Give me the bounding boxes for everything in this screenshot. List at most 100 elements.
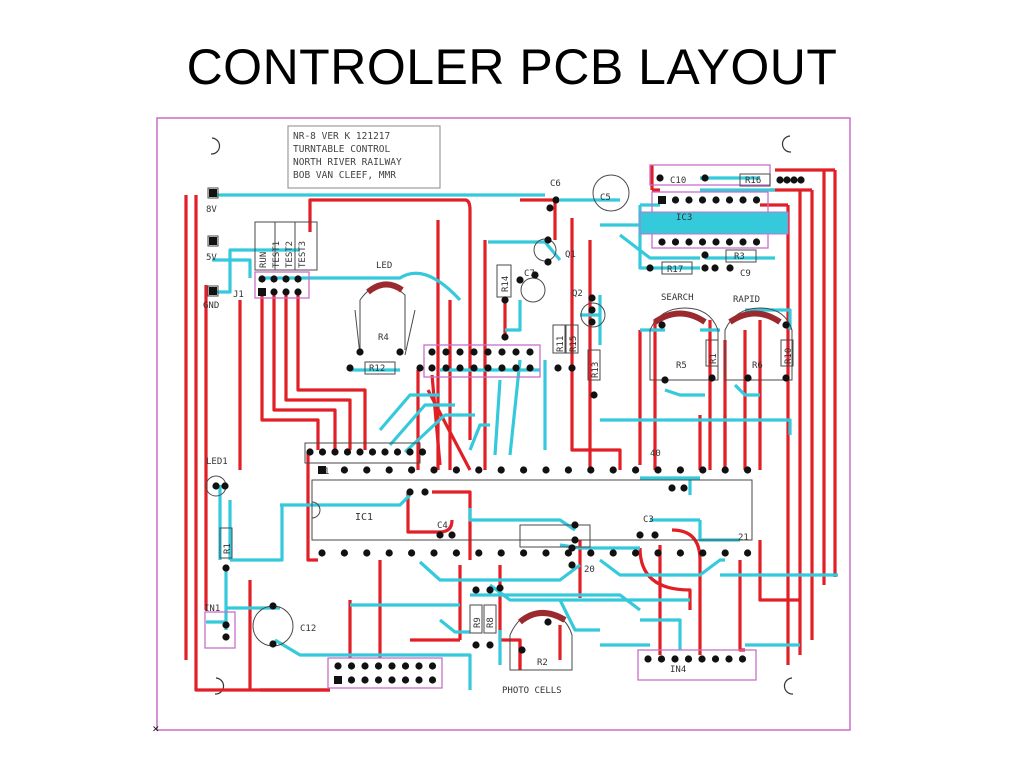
pad [497, 549, 505, 557]
pad [408, 549, 416, 557]
pad [721, 549, 729, 557]
pad [516, 276, 524, 284]
pad [739, 196, 747, 204]
label-8v: 8V [206, 205, 217, 215]
pad [406, 448, 414, 456]
pad [701, 251, 709, 259]
pad [701, 264, 709, 272]
pad [470, 364, 478, 372]
pad [282, 275, 290, 283]
pad [334, 676, 342, 684]
pad [526, 348, 534, 356]
label-run: RUN [259, 252, 269, 268]
pad [725, 238, 734, 246]
pad [486, 586, 494, 594]
pad [486, 641, 494, 649]
pad [658, 321, 666, 329]
label-j1: J1 [233, 290, 244, 300]
label-test1: TEST1 [272, 241, 282, 268]
pad [725, 655, 733, 663]
label-r11: R11 [556, 336, 566, 352]
pad [712, 196, 720, 204]
label-search: SEARCH [661, 293, 694, 303]
label-rapid: RAPID [733, 295, 760, 305]
label-ic1: IC1 [355, 512, 373, 523]
pad [680, 484, 688, 492]
pad [708, 374, 716, 382]
pad [609, 466, 617, 474]
label-photo-cells: PHOTO CELLS [502, 686, 562, 696]
mounting-holes [210, 135, 794, 695]
label-r2: R2 [537, 658, 548, 668]
pad [306, 448, 314, 456]
pad [654, 466, 662, 474]
pad [334, 662, 342, 670]
label-led1: LED1 [206, 457, 228, 467]
pad [221, 482, 229, 490]
pad [712, 238, 720, 246]
pad [520, 549, 528, 557]
pad [430, 549, 438, 557]
pad [542, 466, 550, 474]
pad [475, 549, 483, 557]
pad [671, 196, 680, 204]
pad [554, 364, 562, 372]
pad [657, 655, 666, 663]
info-line3: NORTH RIVER RAILWAY [293, 157, 402, 168]
pad [520, 466, 528, 474]
label-r12: R12 [369, 364, 385, 374]
pad [699, 466, 707, 474]
label-r5: R5 [676, 361, 687, 371]
pad [401, 676, 410, 684]
info-line2: TURNTABLE CONTROL [293, 144, 391, 155]
label-in4: IN4 [670, 665, 686, 675]
pad [456, 364, 464, 372]
pad [501, 333, 509, 341]
pad [343, 448, 352, 456]
label-pin21: 21 [738, 533, 749, 543]
label-q2: Q2 [572, 289, 583, 299]
pad [782, 374, 790, 382]
pad [269, 640, 277, 648]
pad [587, 549, 595, 557]
pad [752, 238, 761, 246]
component-labels: 8V 5V GND J1 RUN TEST1 TEST2 TEST3 LED R… [203, 176, 794, 696]
pad [699, 549, 707, 557]
origin-marker-icon: ✕ [152, 725, 160, 735]
pad [294, 275, 302, 283]
pad [347, 676, 356, 684]
pad [470, 348, 478, 356]
pad [501, 296, 509, 304]
label-r4: R4 [378, 333, 389, 343]
info-line1: NR-8 VER K 121217 [293, 131, 390, 142]
pad [472, 586, 480, 594]
pad [698, 238, 707, 246]
pad [318, 466, 326, 474]
pad [744, 374, 752, 382]
pad [571, 521, 579, 529]
pad [739, 238, 747, 246]
pad [721, 466, 729, 474]
label-r16: R16 [745, 176, 761, 186]
label-gnd: GND [203, 301, 219, 311]
pad [222, 621, 230, 629]
pad [416, 364, 424, 372]
pad [340, 549, 348, 557]
pad [571, 536, 579, 544]
pad [430, 466, 438, 474]
pad [442, 348, 450, 356]
pad [448, 531, 456, 539]
label-c10: C10 [670, 176, 686, 186]
pad [363, 466, 371, 474]
pad [209, 189, 217, 197]
pad [212, 482, 220, 490]
pad [698, 655, 706, 663]
label-r6: R6 [752, 361, 763, 371]
pad [282, 288, 290, 296]
pad [401, 662, 410, 670]
pad [609, 549, 617, 557]
label-r3: R3 [734, 252, 745, 262]
pad [361, 662, 369, 670]
pad [658, 238, 666, 246]
